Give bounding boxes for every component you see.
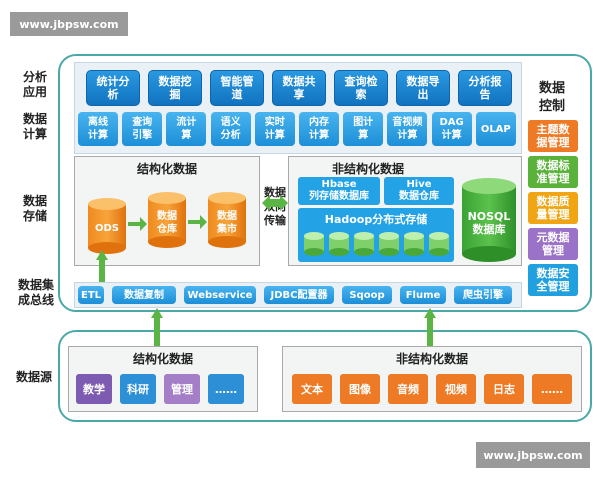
data-control-item[interactable]: 数据安 全管理: [528, 264, 578, 296]
arrow-bus-to-storage: [96, 250, 108, 282]
source-unstructured-item[interactable]: 音频: [388, 374, 428, 404]
bus-item[interactable]: Webservice: [184, 286, 256, 304]
hadoop-node-cylinder: [429, 232, 449, 256]
mart-label: 数据 集市: [217, 211, 237, 235]
compute-item[interactable]: 图计 算: [343, 112, 384, 146]
arrow-warehouse-to-mart: [188, 215, 207, 229]
analysis-app-item[interactable]: 数据共 享: [272, 70, 326, 106]
ods-label: ODS: [94, 223, 119, 234]
compute-item[interactable]: 实时 计算: [254, 112, 295, 146]
watermark-bottom: www.jbpsw.com: [476, 442, 590, 468]
source-unstructured-item[interactable]: 图像: [340, 374, 380, 404]
ods-cylinder: [88, 198, 126, 254]
compute-item[interactable]: 内存 计算: [299, 112, 339, 146]
hadoop-node-cylinder: [379, 232, 399, 256]
structured-storage-title: 结构化数据: [136, 162, 197, 176]
source-structured-item[interactable]: ……: [208, 374, 244, 404]
arrow-source-structured-up: [151, 308, 163, 346]
layer-label-bus: 数据集 成总线: [17, 278, 54, 307]
analysis-app-item[interactable]: 智能管 道: [210, 70, 264, 106]
arrow-source-unstructured-up: [424, 308, 436, 346]
mart-cylinder: [208, 192, 246, 248]
compute-item[interactable]: 离线 计算: [78, 112, 118, 146]
bus-item[interactable]: ETL: [78, 286, 104, 304]
hbase-box: Hbase 列存储数据库: [298, 177, 380, 205]
analysis-app-item[interactable]: 数据挖 掘: [148, 70, 202, 106]
data-control-title: 数据 控制: [538, 81, 565, 114]
bus-item[interactable]: Sqoop: [342, 286, 392, 304]
layer-label-app: 分析 应用: [22, 70, 47, 99]
warehouse-label: 数据 仓库: [157, 211, 177, 235]
data-control-item[interactable]: 主题数 据管理: [528, 120, 578, 152]
source-unstructured-item[interactable]: ……: [532, 374, 572, 404]
source-unstructured-item[interactable]: 日志: [484, 374, 524, 404]
structured-storage-graphic: [88, 192, 246, 254]
compute-item[interactable]: 流计 算: [166, 112, 207, 146]
source-structured-title: 结构化数据: [132, 352, 193, 366]
source-unstructured-title: 非结构化数据: [395, 352, 468, 366]
data-control-item[interactable]: 数据质 量管理: [528, 192, 578, 224]
hadoop-box: [298, 208, 454, 262]
bidirectional-arrow: [262, 195, 288, 211]
unstructured-storage-title: 非结构化数据: [331, 162, 404, 176]
hadoop-label: Hadoop分布式存储: [324, 213, 428, 226]
hadoop-node-cylinder: [404, 232, 424, 256]
compute-item[interactable]: DAG 计算: [431, 112, 472, 146]
bus-item[interactable]: Flume: [400, 286, 446, 304]
source-structured-item[interactable]: 管理: [164, 374, 200, 404]
nosql-label: NOSQL 数据库: [467, 210, 511, 236]
compute-item[interactable]: 音视频 计算: [387, 112, 428, 146]
hive-box: Hive 数据仓库: [384, 177, 454, 205]
source-structured-item[interactable]: 科研: [120, 374, 156, 404]
hadoop-node-cylinder: [329, 232, 349, 256]
data-control-item[interactable]: 元数据 管理: [528, 228, 578, 260]
source-unstructured-item[interactable]: 视频: [436, 374, 476, 404]
layer-label-source: 数据源: [15, 370, 52, 384]
hadoop-node-cylinder: [304, 232, 324, 256]
data-control-item[interactable]: 数据标 准管理: [528, 156, 578, 188]
hadoop-node-cylinder: [354, 232, 374, 256]
arrow-ods-to-warehouse: [128, 217, 147, 231]
compute-item[interactable]: 语义 分析: [210, 112, 251, 146]
bus-item[interactable]: 爬虫引擎: [454, 286, 512, 304]
bus-item[interactable]: JDBC配置器: [264, 286, 334, 304]
layer-label-storage: 数据 存储: [22, 194, 47, 223]
warehouse-cylinder: [148, 192, 186, 248]
hadoop-nodes: [304, 232, 449, 256]
source-unstructured-item[interactable]: 文本: [292, 374, 332, 404]
bus-item[interactable]: 数据复制: [112, 286, 176, 304]
layer-label-compute: 数据 计算: [22, 112, 47, 141]
nosql-cylinder: [462, 178, 516, 262]
analysis-app-item[interactable]: 分析报 告: [458, 70, 512, 106]
compute-item[interactable]: OLAP: [475, 112, 516, 146]
analysis-app-item[interactable]: 统计分 析: [86, 70, 140, 106]
analysis-app-item[interactable]: 查询检 索: [334, 70, 388, 106]
analysis-app-item[interactable]: 数据导 出: [396, 70, 450, 106]
watermark-top: www.jbpsw.com: [10, 12, 128, 36]
source-structured-item[interactable]: 教学: [76, 374, 112, 404]
compute-item[interactable]: 查询 引擎: [122, 112, 163, 146]
